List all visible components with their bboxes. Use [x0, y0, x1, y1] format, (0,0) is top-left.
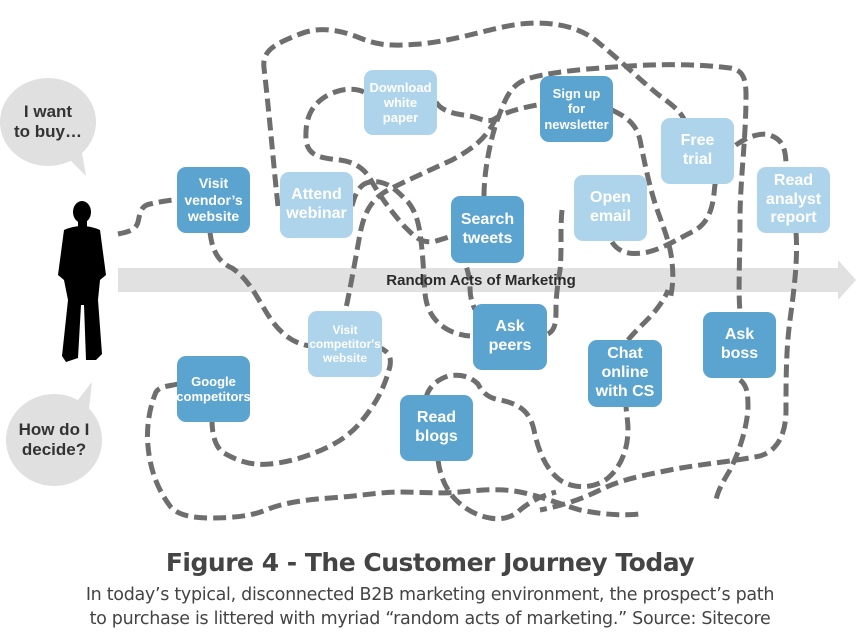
touchpoint-label-line: Read [416, 409, 457, 427]
touchpoint-label-line: analyst [765, 190, 822, 208]
touchpoint-label-line: peers [488, 337, 532, 354]
path-start-to-vendor [117, 197, 179, 237]
touchpoint-label-line: Read [773, 171, 814, 189]
touchpoint-label-line: newsletter [544, 116, 609, 132]
touchpoint-label-line: Download [369, 79, 432, 95]
path-chat-up [626, 289, 671, 342]
touchpoint-label-line: website [187, 208, 240, 225]
touchpoint-label-line: Chat [607, 345, 643, 363]
touchpoint-label-line: Attend [291, 186, 342, 204]
path-competitor-loop [209, 343, 393, 467]
touchpoint-label-line: Open [590, 189, 631, 207]
path-signup-to-email [610, 107, 676, 301]
touchpoint-label-line: email [590, 208, 631, 225]
touchpoint-label-line: trial [682, 151, 713, 168]
figure-caption-line2: to purchase is littered with myriad “ran… [89, 609, 771, 629]
touchpoint-label-line: report [770, 209, 817, 227]
touchpoint-label-line: website [322, 351, 367, 366]
path-blogs-loop [423, 372, 631, 489]
path-google-outer [145, 381, 641, 521]
touchpoint-label-line: boss [720, 345, 759, 362]
bubble-decide-line2: decide? [21, 440, 87, 460]
person-silhouette-icon [58, 201, 106, 362]
touchpoint-label-line: white [383, 94, 418, 110]
touchpoint-label-line: Visit [332, 322, 358, 337]
path-download-to-signup [433, 100, 543, 124]
figure-caption: In today’s typical, disconnected B2B mar… [0, 583, 860, 631]
touchpoint-label-line: Google [191, 373, 236, 389]
touchpoint-label-line: with CS [595, 382, 655, 400]
arrow-label: Random Acts of Marketing [386, 271, 576, 289]
path-tweets-up [481, 62, 749, 313]
speech-bubble-want [0, 78, 96, 176]
touchpoint-label-line: webinar [286, 205, 347, 222]
speech-bubble-decide-text: How do I decide? [8, 420, 100, 461]
touchpoint-label-line: blogs [415, 428, 458, 445]
touchpoint-label-line: tweets [462, 229, 513, 247]
path-webinar-up [349, 179, 471, 339]
touchpoint-label-line: competitors [176, 389, 251, 404]
touchpoint-label-line: Sign up [552, 86, 601, 101]
touchpoint-label-line: paper [382, 110, 419, 126]
touchpoint-label-line: Search [460, 210, 515, 228]
path-email-loop [609, 131, 789, 257]
path-boss-down [713, 378, 751, 501]
path-analyst-down [539, 231, 800, 513]
speech-bubble-decide [6, 382, 102, 486]
figure-caption-line1: In today’s typical, disconnected B2B mar… [85, 585, 775, 605]
bubble-want-line2: to buy… [14, 122, 82, 142]
touchpoint-label-line: Ask [724, 326, 755, 344]
touchpoint-label-line: competitor's [309, 336, 381, 351]
touchpoint-label-line: Free [680, 132, 715, 150]
touchpoint-label-line: Visit [198, 175, 229, 192]
bubble-want-line1: I want [23, 102, 73, 121]
path-signup-cross [343, 116, 499, 309]
touchpoint-label-line: online [601, 364, 649, 382]
touchpoint-label-line: Ask [495, 318, 525, 336]
touchpoint-label-line: vendor’s [184, 191, 243, 208]
path-outer-loop-top [261, 20, 699, 207]
path-vendor-down [207, 231, 311, 349]
touchpoint-label-line: for [567, 101, 586, 117]
figure-title: Figure 4 - The Customer Journey Today [165, 548, 695, 577]
path-peers-right [546, 209, 565, 337]
speech-bubble-want-text: I want to buy… [4, 102, 92, 143]
path-blogs-down [435, 459, 557, 522]
bubble-decide-line1: How do I [18, 420, 90, 439]
path-webinar-loop [303, 86, 453, 245]
